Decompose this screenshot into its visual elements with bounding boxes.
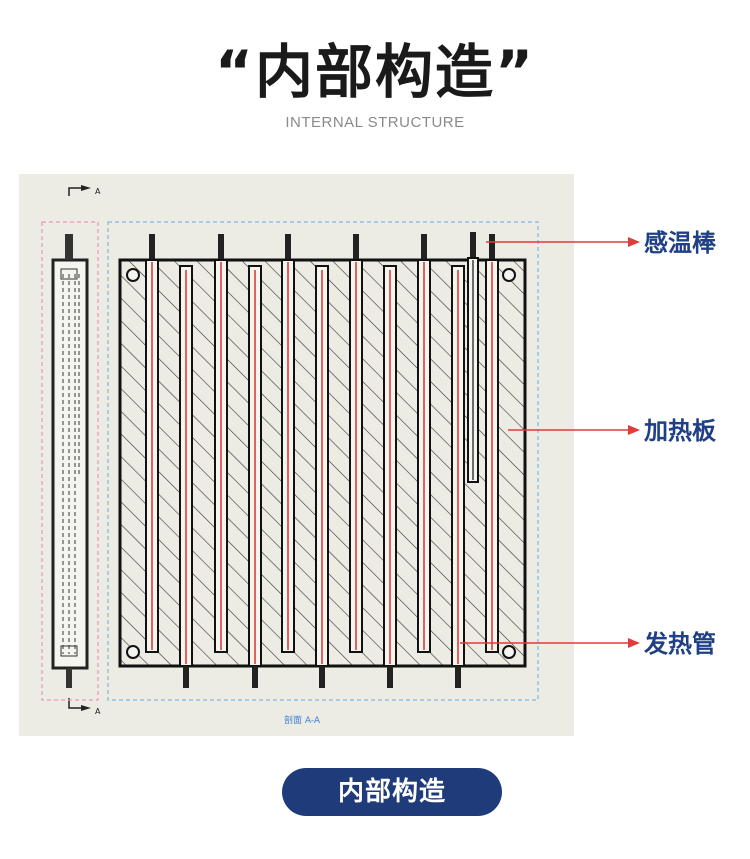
sensor-rod — [467, 232, 479, 483]
heating-tubes-top — [145, 234, 499, 653]
heating-tubes-bottom — [179, 265, 465, 688]
structure-svg: A A — [41, 185, 539, 726]
section-label: 剖面 A-A — [284, 714, 321, 726]
page-title: “内部构造” — [214, 38, 536, 106]
structure-drawing: A A — [19, 174, 574, 736]
svg-text:A: A — [95, 707, 101, 716]
section-view: 剖面 A-A — [107, 221, 539, 726]
callout-heating-tube: 发热管 — [644, 630, 716, 658]
internal-structure-button[interactable]: 内部构造 — [282, 768, 502, 816]
callout-heating-plate: 加热板 — [644, 417, 716, 445]
side-view — [41, 221, 99, 701]
page-subtitle: INTERNAL STRUCTURE — [285, 114, 465, 131]
section-mark-top: A — [68, 185, 101, 196]
section-mark-bottom: A — [68, 698, 101, 716]
callout-sensor-rod: 感温棒 — [644, 229, 716, 257]
svg-text:A: A — [95, 187, 101, 196]
